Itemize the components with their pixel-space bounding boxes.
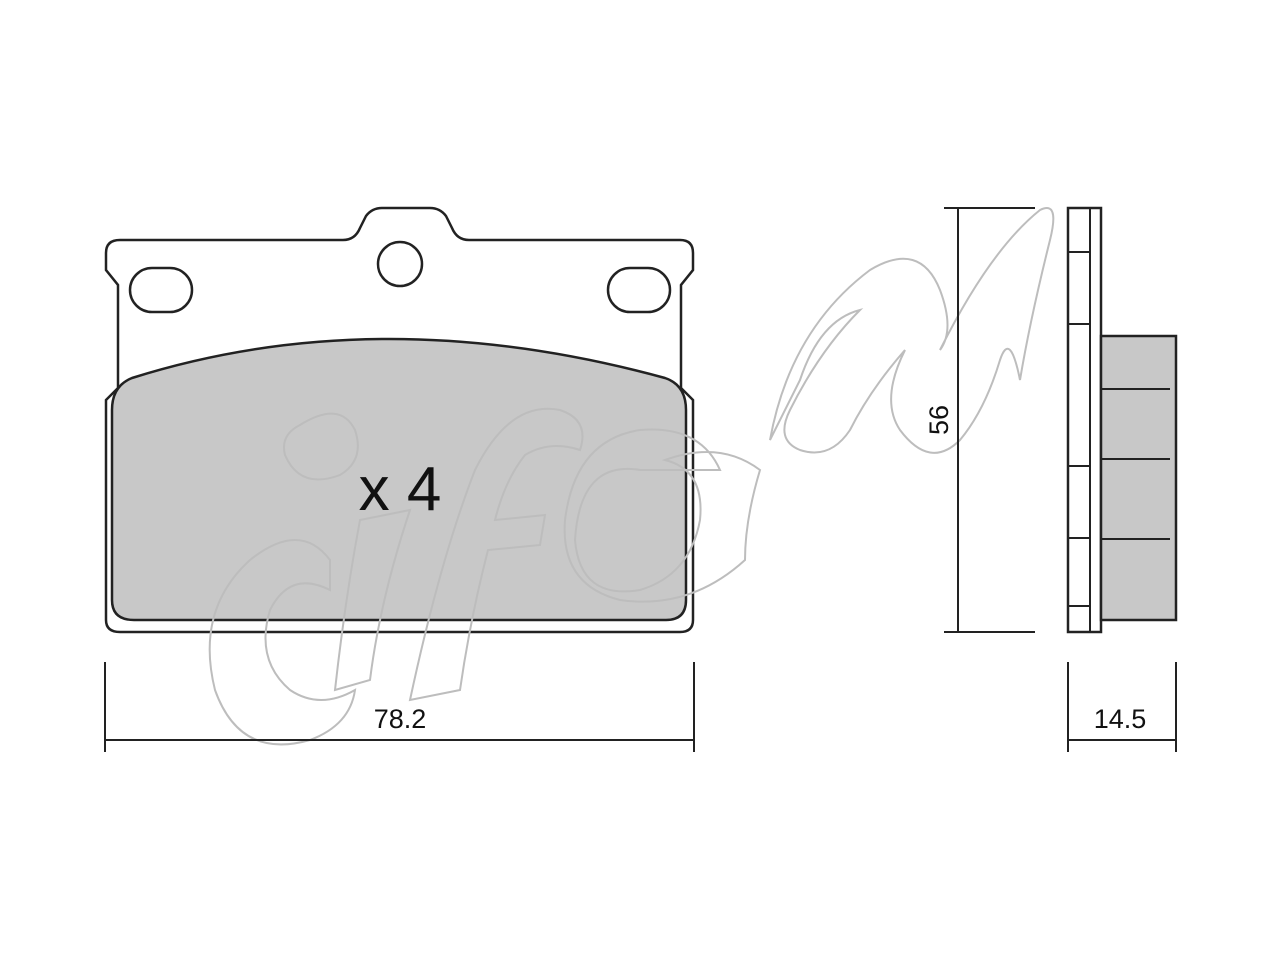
watermark-letter-c — [208, 539, 357, 746]
width-dimension — [104, 662, 695, 752]
height-dimension-value: 56 — [924, 405, 954, 435]
quantity-label: x 4 — [359, 455, 442, 524]
side-view-friction-material — [1099, 334, 1178, 622]
width-dimension-value: 78.2 — [374, 704, 427, 734]
thickness-dimension — [1067, 662, 1177, 752]
watermark-letter-f — [408, 407, 584, 702]
watermark-logo — [208, 207, 1055, 746]
watermark-letter-i — [283, 412, 412, 692]
left-mounting-slot — [128, 266, 194, 314]
center-mounting-hole — [376, 240, 424, 288]
watermark-letter-a — [563, 428, 762, 603]
watermark-letter-m — [769, 207, 1055, 454]
right-mounting-slot — [606, 266, 672, 314]
height-dimension — [944, 207, 1035, 633]
thickness-dimension-value: 14.5 — [1094, 704, 1147, 734]
side-view-backing-plate — [1066, 206, 1103, 634]
side-view — [1066, 206, 1178, 634]
